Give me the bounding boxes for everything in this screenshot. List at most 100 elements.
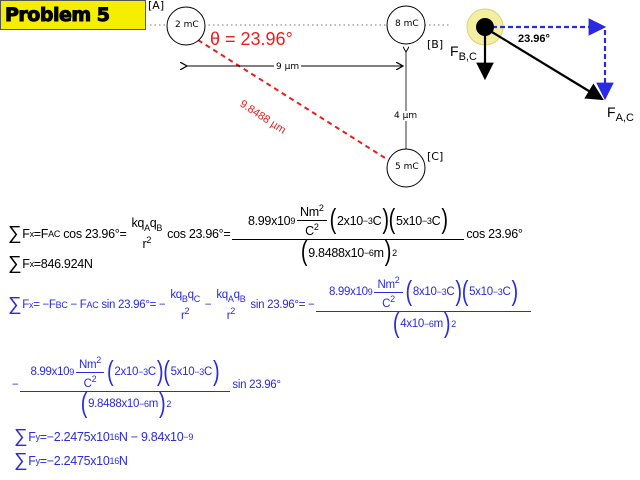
t: m — [373, 245, 384, 260]
t: q — [233, 288, 240, 301]
t: r — [226, 309, 231, 322]
t: 2 — [230, 305, 235, 316]
t: Nm — [78, 358, 97, 371]
t: 16 — [109, 432, 119, 442]
force-angle-label: 23.96° — [518, 33, 550, 45]
t: 2 — [451, 319, 457, 329]
t: −2.2475x10 — [46, 430, 110, 444]
t: x10 — [343, 213, 364, 228]
k: 8.99x10 — [247, 213, 291, 228]
sub: x — [29, 259, 35, 269]
t: m — [148, 398, 159, 410]
t: 9 — [367, 287, 373, 297]
t: 5 — [396, 213, 403, 228]
t: 2 — [96, 354, 101, 365]
f: F — [28, 430, 36, 444]
t: −3 — [362, 215, 373, 226]
t: C — [204, 366, 213, 378]
slide-title: Problem 5 — [4, 4, 110, 27]
t: C — [305, 224, 314, 238]
t: 2 — [166, 399, 172, 409]
t: 2 — [114, 366, 121, 378]
sub: x — [28, 300, 34, 310]
sigma: ∑ — [8, 253, 22, 274]
eq: = — [39, 454, 47, 468]
t: −6 — [363, 247, 374, 258]
t: 2 — [394, 274, 400, 285]
sub: y — [35, 456, 41, 466]
t: x10 — [344, 245, 365, 260]
t: A — [227, 293, 234, 304]
t: r — [142, 237, 147, 251]
sub: AC — [86, 300, 99, 310]
t: q — [149, 216, 157, 230]
f: F — [22, 299, 29, 311]
t: C — [147, 366, 156, 378]
t: −6 — [139, 399, 149, 409]
t: 2 — [146, 235, 152, 245]
f: F — [22, 226, 30, 241]
t: x10 — [176, 366, 195, 378]
t: C — [446, 286, 455, 298]
t: C — [372, 213, 382, 228]
t: q — [187, 288, 194, 301]
eq: = − — [33, 299, 49, 311]
fac-f: F — [607, 104, 616, 120]
charge-diagram — [150, 5, 614, 188]
t: C — [431, 213, 441, 228]
sin: sin 23.96° — [250, 299, 299, 311]
t: −3 — [138, 367, 148, 377]
t: −3 — [421, 215, 432, 226]
t: kq — [170, 288, 182, 301]
t: B — [181, 293, 188, 304]
distance-ac-line — [197, 39, 394, 164]
sigma: ∑ — [14, 450, 28, 471]
theta-label: θ = 23.96° — [210, 29, 293, 49]
label-b: [B] — [427, 38, 444, 51]
t: B — [156, 223, 163, 233]
fac-label: FA,C — [607, 104, 634, 124]
f: F — [79, 299, 87, 311]
t: 5 — [170, 366, 177, 378]
t: m — [433, 318, 444, 330]
eq: = — [33, 257, 41, 271]
fbc-label: FB,C — [450, 43, 477, 63]
f: F — [28, 454, 36, 468]
eq: = − — [149, 299, 166, 311]
t: −9 — [183, 432, 194, 442]
cos: cos 23.96° — [466, 226, 523, 241]
t: x10 — [402, 213, 423, 228]
t: x10 — [475, 286, 493, 298]
t: x10 — [418, 286, 437, 298]
t: 16 — [109, 456, 119, 466]
t: x10 — [406, 318, 424, 330]
t: x10 — [120, 366, 139, 378]
t: 8.99x10 — [328, 286, 368, 298]
label-a: [A] — [148, 0, 165, 12]
dx-label: 9 µm — [274, 62, 302, 72]
charge-c-dot — [476, 18, 494, 36]
t: r — [181, 309, 185, 322]
t: kq — [131, 216, 145, 230]
cos: cos 23.96° — [167, 226, 224, 241]
t: − — [12, 379, 19, 391]
sub: x — [29, 228, 35, 239]
eq: = — [223, 226, 231, 241]
charge-a-value: 2 mC — [175, 20, 199, 30]
fac-sub: A,C — [615, 112, 634, 124]
t: 9.8488 — [308, 245, 345, 260]
t: − — [204, 299, 212, 311]
t: C — [502, 286, 511, 298]
f: F — [48, 299, 56, 311]
sub: AC — [48, 228, 61, 239]
sub: BC — [55, 300, 68, 310]
t: Nm — [300, 205, 319, 219]
eq: = — [33, 226, 41, 241]
